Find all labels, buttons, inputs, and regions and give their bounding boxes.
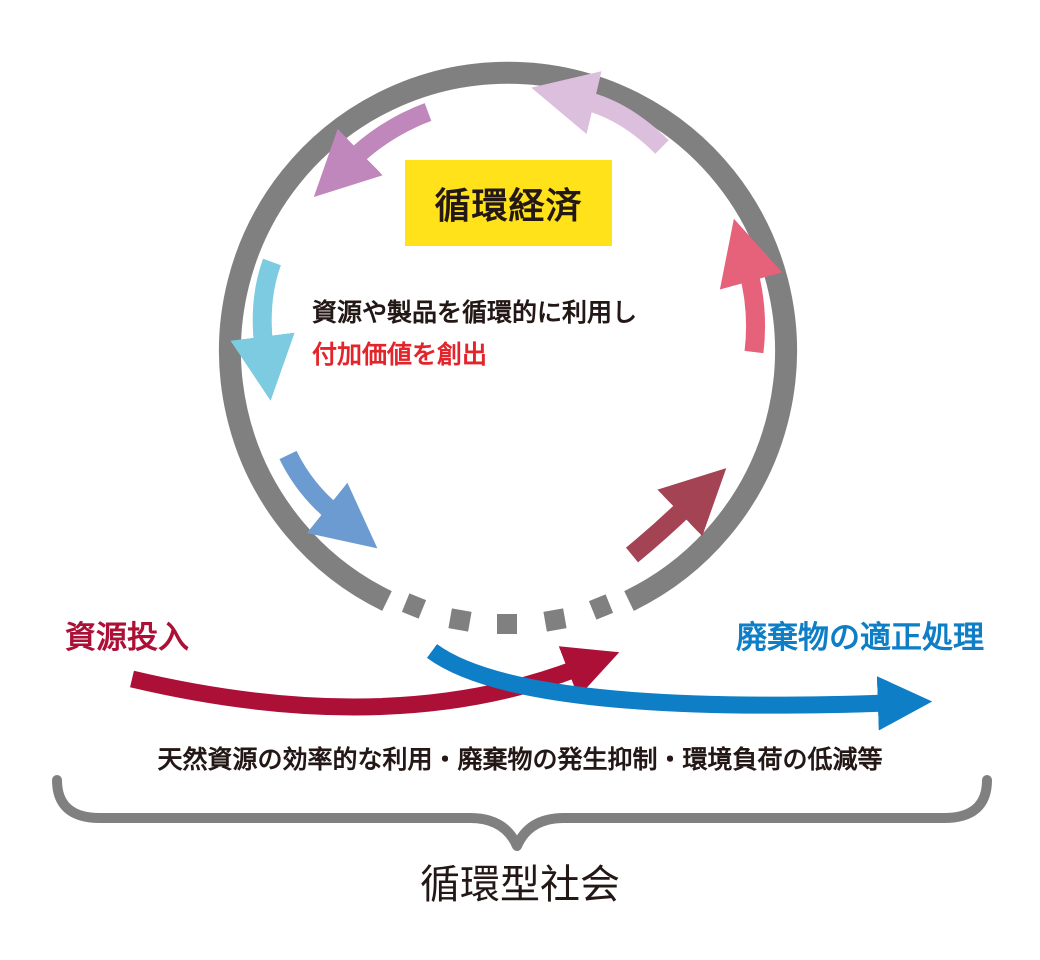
cycle-arrow-cyan: [230, 258, 295, 401]
circular-economy-title-box: 循環経済: [405, 160, 612, 246]
cycle-arrow-purple: [313, 103, 432, 198]
circular-economy-title: 循環経済: [434, 186, 583, 227]
circular-society-label: 循環型社会: [420, 862, 620, 908]
cycle-arrow-maroon: [625, 468, 727, 563]
ring-gap-dashes: [401, 593, 614, 634]
benefits-text: 天然資源の効率的な利用・廃棄物の発生抑制・環境負荷の低減等: [157, 745, 883, 774]
waste-disposal-arrow: [426, 644, 933, 731]
cycle-arrow-lavender: [531, 71, 669, 154]
cycle-arrow-red: [719, 218, 783, 354]
cycle-arrow-blue: [279, 450, 378, 549]
resource-input-label: 資源投入: [65, 620, 189, 656]
waste-disposal-label: 廃棄物の適正処理: [736, 620, 984, 656]
economy-ring: [219, 61, 797, 611]
society-brace: [52, 775, 992, 851]
economy-description-line2: 付加価値を創出: [312, 340, 488, 369]
economy-description-line1: 資源や製品を循環的に利用し: [312, 298, 638, 327]
